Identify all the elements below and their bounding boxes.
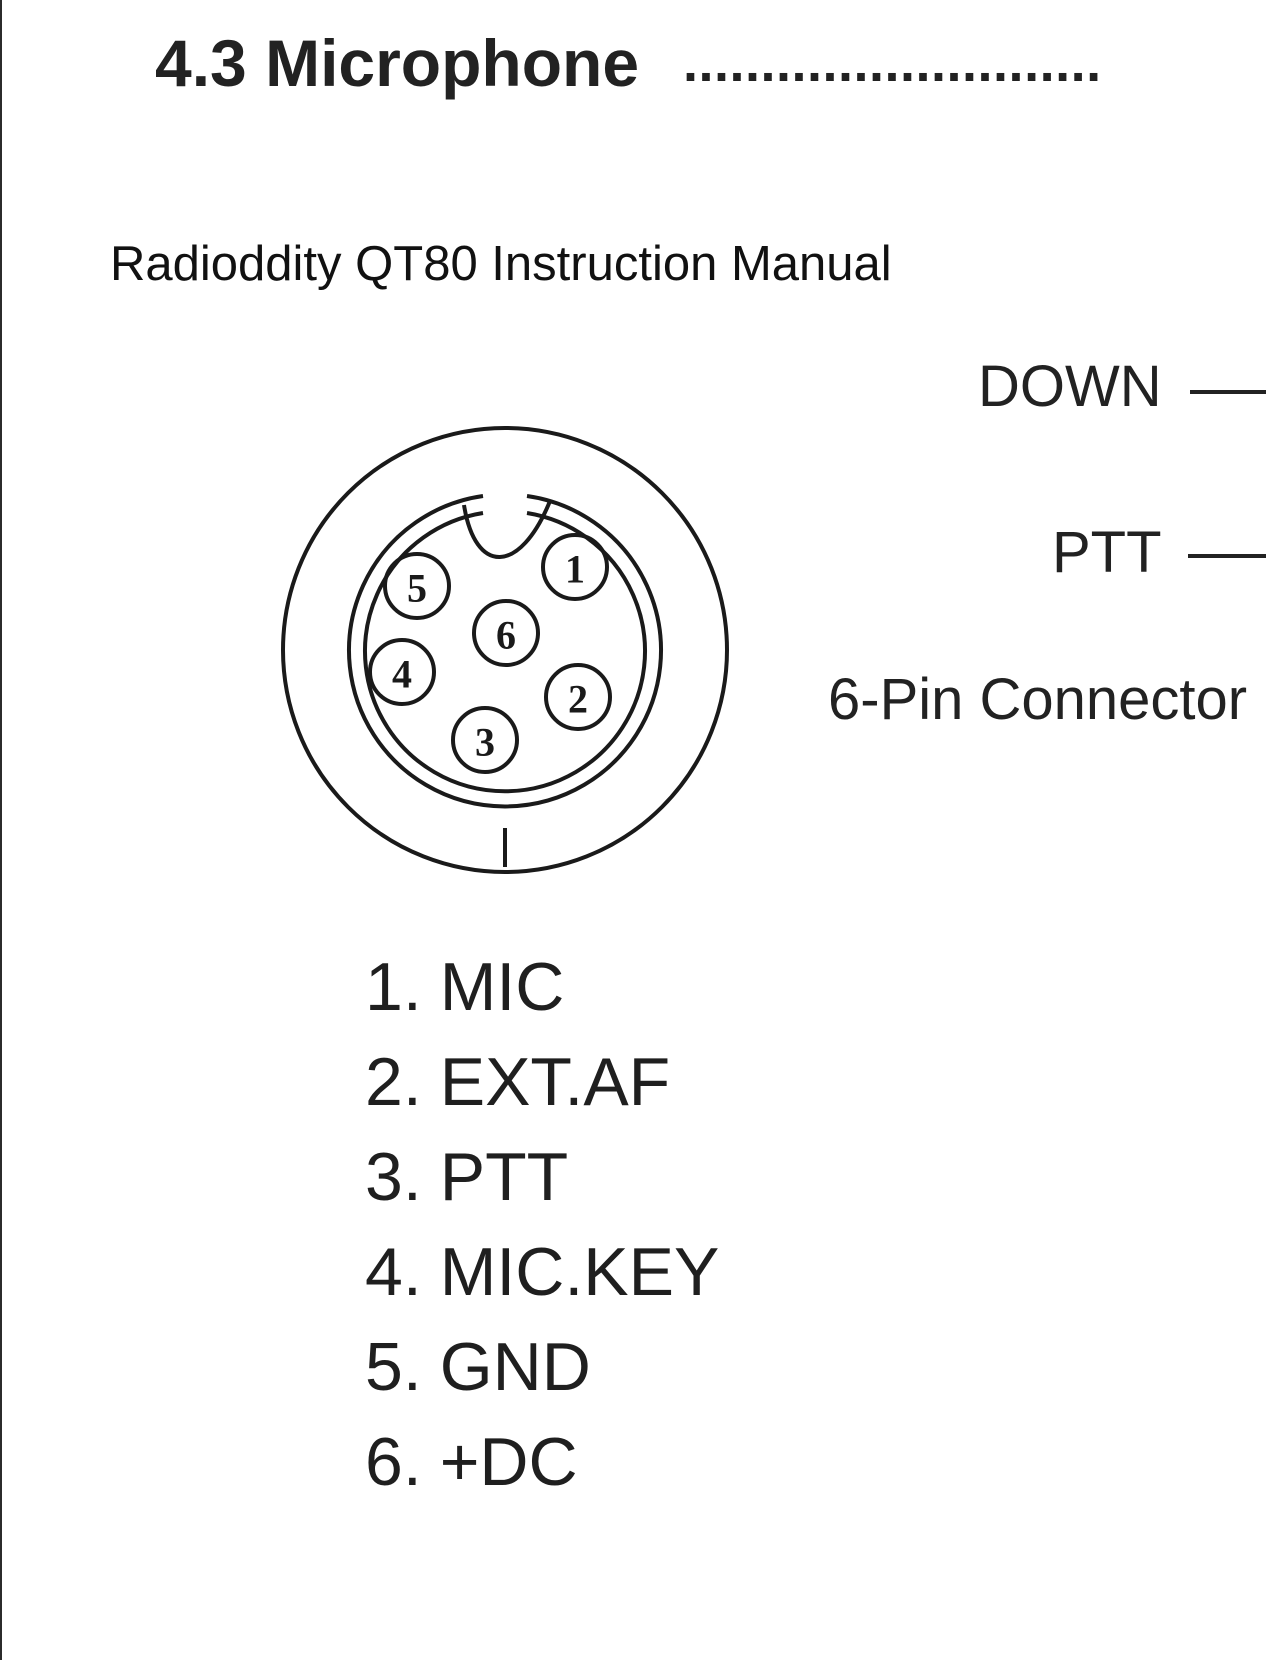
pin-list-item: 3.PTT bbox=[365, 1130, 719, 1225]
pin-list-number: 3. bbox=[365, 1139, 422, 1215]
pin-list-item: 1.MIC bbox=[365, 940, 719, 1035]
connector-key-notch bbox=[462, 500, 552, 559]
pin-3-label: 3 bbox=[475, 720, 495, 765]
pin-list-number: 5. bbox=[365, 1329, 422, 1405]
pin-list-name: GND bbox=[439, 1329, 591, 1405]
connector-caption: 6-Pin Connector bbox=[828, 667, 1248, 732]
pin-5-label: 5 bbox=[407, 566, 427, 611]
pin-list-number: 6. bbox=[365, 1424, 422, 1500]
connector-inner-ring-inner bbox=[363, 511, 647, 794]
pin-list-number: 4. bbox=[365, 1234, 422, 1310]
pin-6: 6 bbox=[472, 599, 540, 667]
pin-2: 2 bbox=[544, 663, 612, 731]
pin-list-name: EXT.AF bbox=[439, 1044, 671, 1120]
pin-4-label: 4 bbox=[392, 652, 412, 697]
connector-inner-ring-outer bbox=[347, 494, 663, 809]
pin-list-number: 1. bbox=[365, 949, 422, 1025]
pin-list-name: MIC.KEY bbox=[439, 1234, 720, 1310]
pin-assignment-list: 1.MIC 2.EXT.AF 3.PTT 4.MIC.KEY 5.GND 6.+… bbox=[365, 940, 719, 1510]
pin-list-item: 2.EXT.AF bbox=[365, 1035, 719, 1130]
toc-leader-dots: ........................... bbox=[683, 33, 1102, 93]
callout-down: DOWN bbox=[978, 354, 1162, 419]
section-heading: 4.3 Microphone bbox=[155, 26, 640, 100]
pin-2-label: 2 bbox=[568, 677, 588, 722]
connector-outer-ring bbox=[281, 426, 729, 874]
callout-ptt-line bbox=[1188, 554, 1266, 558]
page-left-border bbox=[0, 0, 2, 1660]
pin-3: 3 bbox=[451, 706, 519, 774]
pin-list-item: 6.+DC bbox=[365, 1415, 719, 1510]
six-pin-connector-diagram: 1 2 3 4 5 6 bbox=[281, 426, 729, 874]
manual-title: Radioddity QT80 Instruction Manual bbox=[110, 237, 892, 291]
pin-1: 1 bbox=[541, 533, 609, 601]
pin-5: 5 bbox=[383, 552, 451, 620]
pin-list-item: 4.MIC.KEY bbox=[365, 1225, 719, 1320]
pin-4: 4 bbox=[368, 638, 436, 706]
pin-list-name: +DC bbox=[439, 1424, 578, 1500]
pin-6-label: 6 bbox=[496, 613, 516, 658]
pin-list-item: 5.GND bbox=[365, 1320, 719, 1415]
callout-ptt: PTT bbox=[1052, 520, 1162, 585]
pin-list-name: MIC bbox=[439, 949, 565, 1025]
pin-list-name: PTT bbox=[439, 1139, 569, 1215]
pin-1-label: 1 bbox=[565, 547, 585, 592]
pin-list-number: 2. bbox=[365, 1044, 422, 1120]
callout-down-line bbox=[1190, 390, 1266, 394]
